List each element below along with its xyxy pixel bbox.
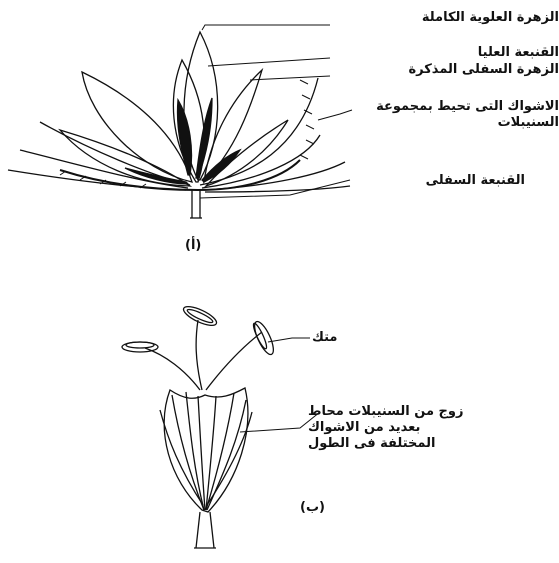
anther-left-inner bbox=[126, 342, 154, 348]
stalk-b bbox=[196, 512, 214, 548]
anther-top bbox=[181, 303, 219, 329]
caption-b: (ب) bbox=[300, 500, 325, 515]
leader-line bbox=[318, 110, 352, 120]
bundle-bristle bbox=[206, 393, 234, 510]
leader-line bbox=[208, 58, 330, 66]
anther-right-inner bbox=[251, 322, 268, 350]
figure-a-leaders bbox=[200, 25, 352, 198]
filament bbox=[196, 320, 202, 390]
bristle-spine bbox=[40, 122, 190, 185]
dark-stamen bbox=[125, 168, 188, 184]
label-spikelet-pair-line1: زوج من السنيبلات محاط bbox=[308, 405, 508, 419]
leader-line bbox=[202, 25, 330, 30]
bundle-bristle bbox=[207, 400, 246, 510]
dark-stamen bbox=[196, 98, 212, 178]
label-anther: متك bbox=[312, 331, 337, 345]
label-lower-glume: القنبعة السفلى bbox=[345, 174, 525, 188]
right-leaf bbox=[204, 70, 262, 182]
lower-left-leaf bbox=[60, 130, 190, 186]
label-spikelet-pair-line3: المختلفة فى الطول bbox=[308, 437, 508, 451]
stalk bbox=[192, 190, 200, 218]
label-upper-complete-floret: الزهرة العلوية الكاملة bbox=[339, 11, 559, 25]
figure-b-drawing bbox=[122, 303, 277, 548]
caption-a: (أ) bbox=[185, 238, 201, 253]
bundle-bristle bbox=[198, 396, 205, 510]
label-bristles-line1: الاشواك التى تحيط بمجموعة bbox=[349, 100, 559, 114]
label-spikelet-pair-line2: بعديد من الاشواك bbox=[308, 421, 508, 435]
label-lower-male-floret: الزهرة السفلى المذكرة bbox=[339, 63, 559, 77]
filament bbox=[206, 332, 262, 390]
leader-line bbox=[268, 338, 310, 342]
label-upper-palea: القنبعة العليا bbox=[339, 46, 559, 60]
label-bristles-line2: السنيبلات bbox=[349, 116, 559, 130]
spikelet-bundle bbox=[164, 388, 248, 512]
filament bbox=[145, 348, 200, 390]
dark-stamen bbox=[202, 150, 240, 182]
